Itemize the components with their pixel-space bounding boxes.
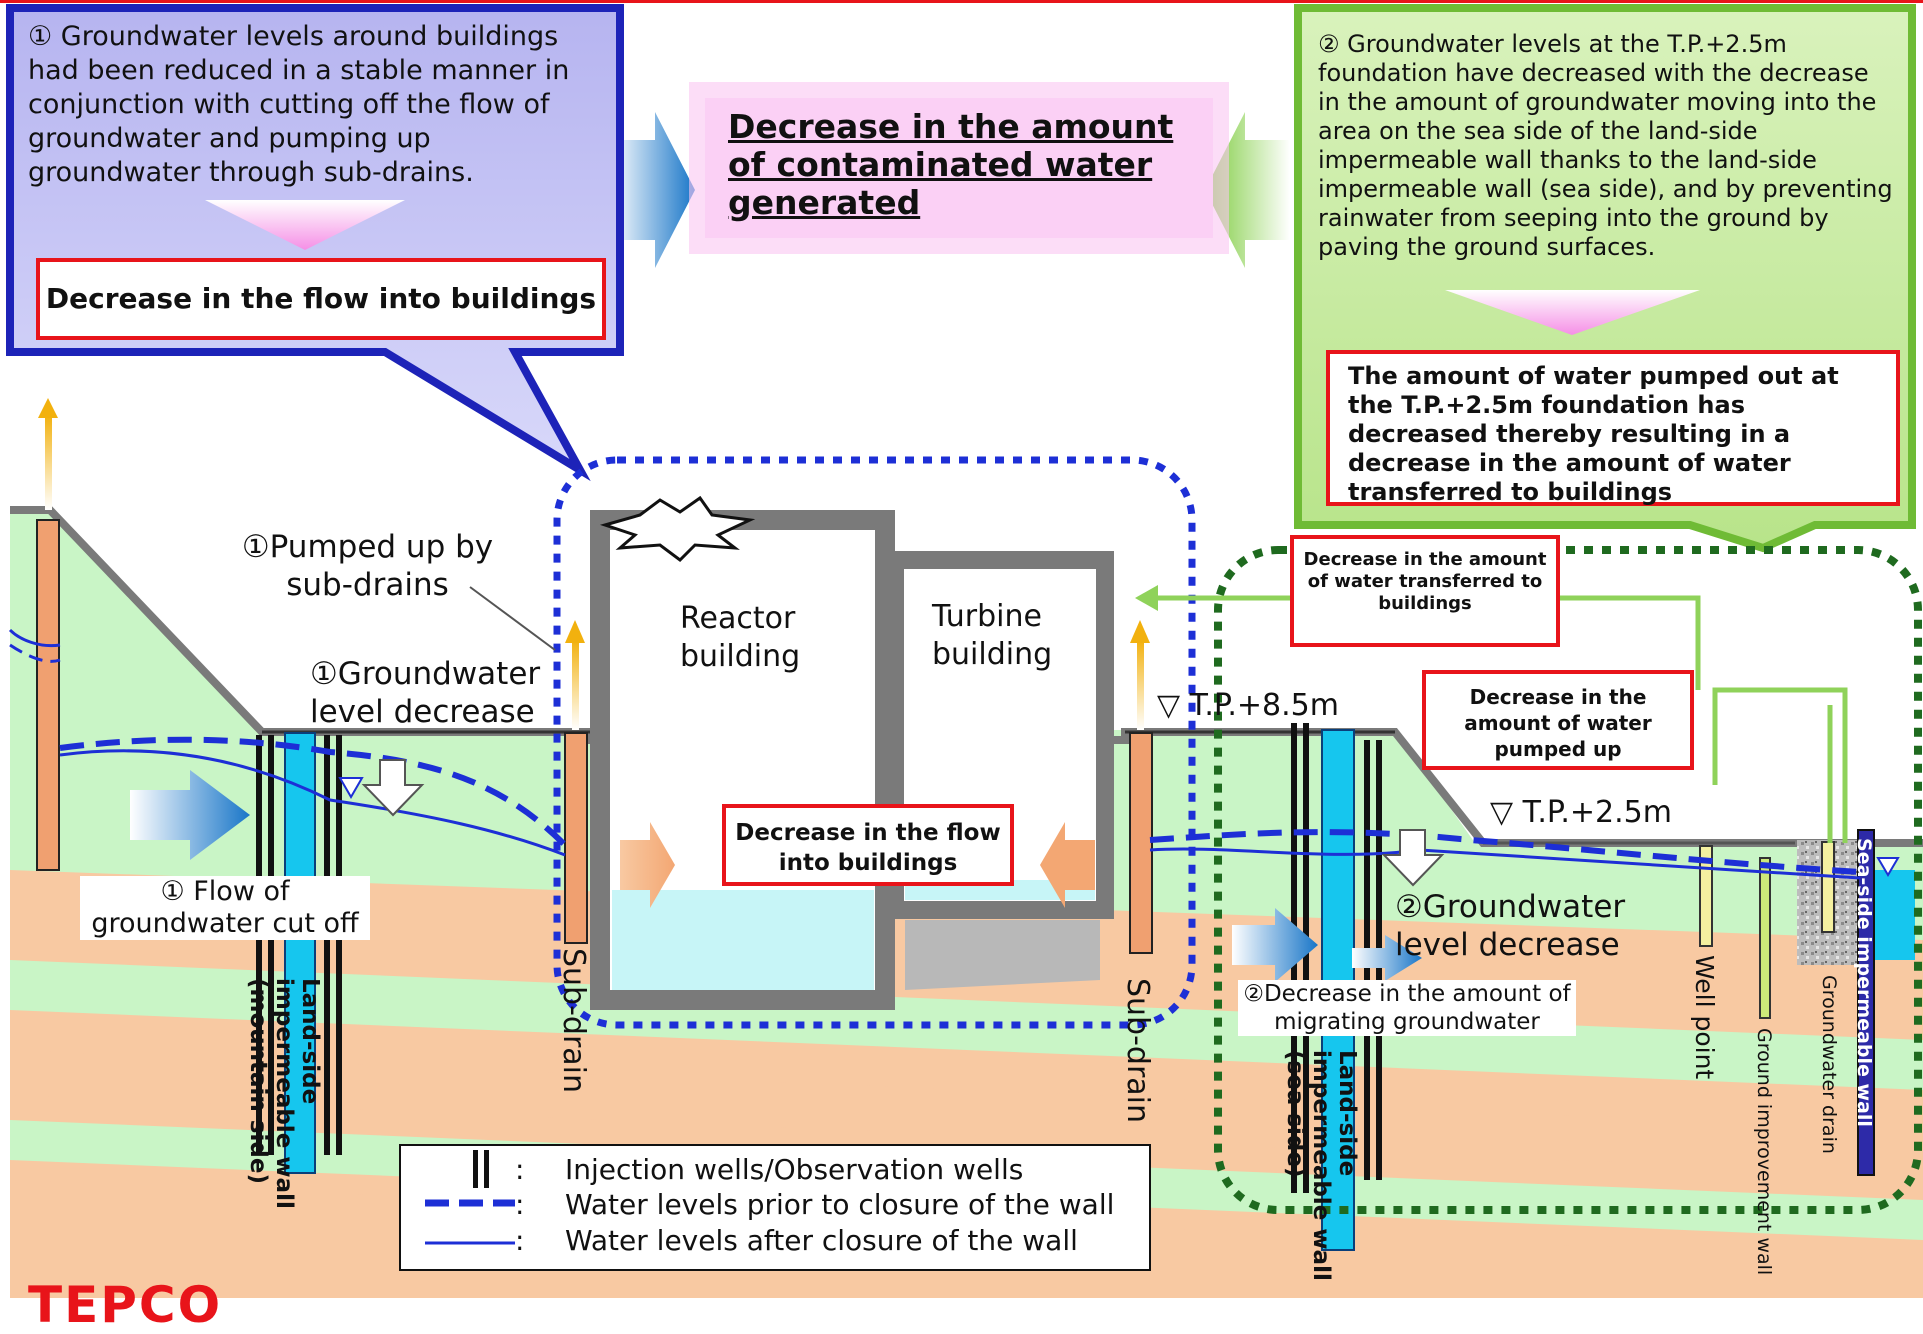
well-point-label: Well point xyxy=(1690,955,1719,1080)
flow-into-buildings-box: Decrease in the flow into buildings xyxy=(722,804,1014,886)
reactor-building-label: Reactor building xyxy=(680,601,801,674)
left-callout-text: ① Groundwater levels around buildings ha… xyxy=(28,21,570,188)
left-callout-result: Decrease in the flow into buildings xyxy=(36,258,606,340)
tp-2-5-label: ▽ T.P.+2.5m xyxy=(1490,795,1672,830)
wall-mountain-label: Land-side impermeable wall (mountain sid… xyxy=(245,978,323,1209)
pumped-box: Decrease in the amount of water pumped u… xyxy=(1422,670,1694,770)
legend-after: Water levels after closure of the wall xyxy=(565,1224,1078,1257)
sea-side-wall-label: Sea-side impermeable wall xyxy=(1853,838,1875,1127)
flow-cut-off-label: ① Flow of groundwater cut off xyxy=(80,876,370,940)
cross-section-diagram xyxy=(0,0,1923,1298)
wall-sea-label: Land-side impermeable wall (sea side) xyxy=(1282,1050,1360,1281)
migrating-label: ②Decrease in the amount of migrating gro… xyxy=(1238,980,1576,1036)
right-callout-result: The amount of water pumped out at the T.… xyxy=(1326,350,1900,506)
gw-level-decrease-label-2: ②Groundwater level decrease xyxy=(1395,889,1626,963)
groundwater-drain-label: Groundwater drain xyxy=(1818,975,1840,1154)
tp-8-5-label: ▽ T.P.+8.5m xyxy=(1157,688,1339,723)
gw-level-decrease-label-1: ①Groundwater level decrease xyxy=(310,656,541,730)
tepco-logo: TEPCO xyxy=(28,1276,223,1334)
legend-sep-1: : xyxy=(515,1153,525,1186)
turbine-building-label: Turbine building xyxy=(932,599,1053,672)
center-box-title: Decrease in the amount of contaminated w… xyxy=(728,107,1174,222)
transferred-box: Decrease in the amount of water transfer… xyxy=(1290,535,1560,647)
ground-improvement-label: Ground improvement wall xyxy=(1753,1028,1775,1276)
legend-wells: Injection wells/Observation wells xyxy=(565,1153,1024,1186)
pumped-up-label: ①Pumped up by sub-drains xyxy=(241,529,494,603)
legend-sep-2: : xyxy=(515,1188,525,1221)
right-callout-text: ② Groundwater levels at the T.P.+2.5m fo… xyxy=(1318,30,1893,261)
sub-drain-left-label: Sub-drain xyxy=(556,948,591,1094)
sub-drain-right-label: Sub-drain xyxy=(1120,978,1155,1124)
legend-before: Water levels prior to closure of the wal… xyxy=(565,1188,1115,1221)
legend-sep-3: : xyxy=(515,1224,525,1257)
